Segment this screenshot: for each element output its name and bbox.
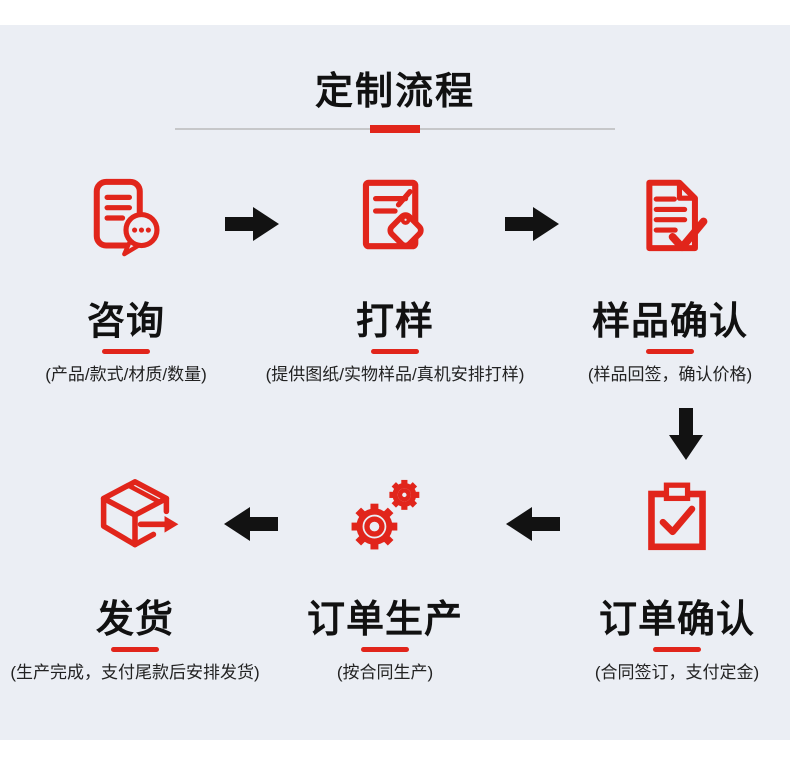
- step-title: 订单生产: [306, 599, 463, 641]
- step-title: 订单确认: [598, 599, 755, 641]
- gears-icon: [341, 470, 429, 562]
- step-subtitle: (产品/款式/材质/数量): [45, 365, 207, 384]
- step-production: 订单生产 (按合同生产): [235, 470, 535, 684]
- background-panel: [0, 25, 790, 740]
- arrow-left-icon: [224, 505, 278, 548]
- step-underline: [102, 349, 150, 354]
- arrow-down-icon: [667, 408, 705, 465]
- clipboard-check-icon: [633, 470, 721, 562]
- step-sample-confirm: 样品确认 (样品回签，确认价格): [520, 172, 790, 386]
- arrow-right-icon: [225, 205, 279, 248]
- document-check-icon: [627, 172, 713, 264]
- arrow-right-icon: [505, 205, 559, 248]
- step-subtitle: (合同签订，支付定金): [594, 663, 760, 682]
- divider-accent-bar: [370, 125, 420, 133]
- step-underline: [361, 647, 409, 652]
- step-order-confirm: 订单确认 (合同签订，支付定金): [527, 470, 790, 684]
- step-subtitle: (按合同生产): [336, 663, 434, 682]
- document-tag-icon: [351, 172, 439, 264]
- step-title: 样品确认: [591, 301, 748, 343]
- page-title: 定制流程: [314, 71, 475, 113]
- step-sampling: 打样 (提供图纸/实物样品/真机安排打样): [245, 172, 545, 386]
- document-chat-icon: [83, 172, 169, 264]
- title-divider: [175, 125, 615, 133]
- step-shipping: 发货 (生产完成，支付尾款后安排发货): [0, 470, 285, 684]
- step-consult: 咨询 (产品/款式/材质/数量): [0, 172, 276, 386]
- box-shipping-icon: [87, 470, 183, 562]
- step-subtitle: (提供图纸/实物样品/真机安排打样): [265, 365, 525, 384]
- arrow-left-icon: [506, 505, 560, 548]
- step-title: 打样: [355, 301, 434, 343]
- step-subtitle: (样品回签，确认价格): [587, 365, 753, 384]
- step-underline: [371, 349, 419, 354]
- step-title: 发货: [95, 599, 174, 641]
- step-underline: [646, 349, 694, 354]
- step-subtitle: (生产完成，支付尾款后安排发货): [10, 663, 260, 682]
- step-underline: [111, 647, 159, 652]
- step-title: 咨询: [86, 301, 165, 343]
- step-underline: [653, 647, 701, 652]
